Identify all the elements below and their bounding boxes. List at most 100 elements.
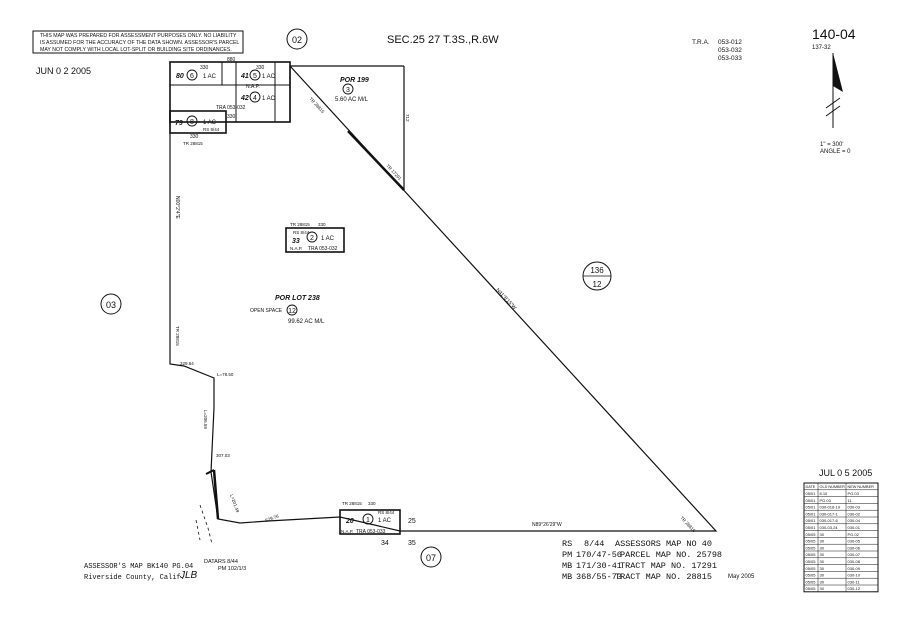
parcel-1-area: 1 AC — [378, 518, 392, 524]
tra-code-3: 053-033 — [718, 55, 742, 62]
change-table-cell: 05/01 — [806, 511, 817, 516]
bottom-bearing: N89°26'29"W — [532, 522, 562, 528]
change-table-cell: 030-09 — [848, 566, 861, 571]
ref-desc-4: TRACT MAP NO. 28815 — [615, 572, 712, 582]
parcel-4-number: 4 — [253, 95, 257, 102]
change-table-cell: 30 — [820, 539, 825, 544]
dim-row2-330: 330 — [227, 114, 236, 120]
change-table-cell: 05/01 — [806, 525, 817, 530]
book-page-sub: 137-32 — [812, 45, 831, 51]
change-table-cell: 8.10 — [820, 491, 829, 496]
county-label: Riverside County, Calif. — [84, 574, 185, 582]
map-angle: ANGLE = 0 — [820, 149, 851, 155]
parcel-4-circle — [249, 91, 261, 103]
tra-code-1: 053-012 — [718, 39, 742, 46]
lot-8-frame — [169, 110, 227, 134]
diagonal-bold-segment — [347, 130, 405, 191]
parcel-2-nap: N.A.P. — [290, 246, 302, 251]
parcel-1-dim: 330 — [368, 501, 376, 506]
ref-code-4: MB — [562, 572, 572, 582]
dim-bottom-34: 34 — [381, 540, 389, 547]
change-table-cell: 05/01 — [806, 505, 817, 510]
left-curve-1: L=78.50 — [217, 372, 234, 377]
lot-20-frame — [339, 509, 401, 535]
parcel-6-area: 1 AC — [203, 74, 217, 80]
disclaimer-line-3: MAY NOT COMPLY WITH LOCAL LOT-SPLIT OR B… — [40, 47, 232, 53]
change-table-cell: 030-10 — [848, 573, 861, 578]
change-table-cell: 030-08 — [848, 559, 861, 564]
change-table-header: NEW NUMBER — [848, 485, 875, 489]
change-table-cell: 30 — [820, 566, 825, 571]
change-table-cell: 30 — [820, 579, 825, 584]
left-bearing: N00°2'4"E — [174, 196, 180, 219]
parcel-12-area: 99.62 AC M/L — [288, 319, 325, 325]
change-table-cell: 030-02 — [848, 511, 861, 516]
dim-bottom-35: 35 — [408, 540, 416, 547]
tr-left-top: TR 28815 — [183, 141, 203, 146]
received-stamp-top: JUN 0 2 2005 — [36, 66, 91, 76]
lot-41-label: 41 — [240, 73, 249, 80]
change-table-cell: 05/01 — [806, 518, 817, 523]
lot-4-tra: TRA 053-032 — [216, 105, 246, 111]
diagonal-bearing: N41°8'15"W — [495, 287, 518, 311]
adjoining-page-circle-top — [286, 28, 308, 50]
map-date: May 2005 — [728, 574, 755, 580]
dim-top-880: 880 — [227, 57, 236, 63]
change-table-cell: 05/05 — [806, 579, 817, 584]
change-table-cell: 05/05 — [806, 559, 817, 564]
parcel-8-area: 1 AC — [203, 120, 217, 126]
ref-code-2: PM — [562, 550, 572, 560]
parcel-12-number: 12 — [288, 308, 296, 315]
change-table-cell: 030-12 — [848, 586, 861, 591]
section-title: SEC.25 27 T.3S.,R.6W — [387, 34, 499, 46]
ref-code-3: MB — [562, 561, 572, 571]
ref-page-1: 8/44 — [584, 539, 604, 549]
parcel-1-nap: N.A.P. — [341, 529, 353, 534]
parcel-2-dim: 330 — [318, 222, 326, 227]
change-table-cell: 030-03,24 — [820, 525, 839, 530]
drafter-initials: JLB — [179, 570, 198, 581]
left-bottom-diag: 529.76 — [265, 513, 280, 523]
adjoining-page-bottom: 07 — [426, 553, 436, 563]
parcel-1-circle — [362, 513, 374, 525]
left-bold-tick — [205, 469, 215, 475]
data-label: DATA: — [204, 559, 220, 565]
left-curve-2: L=206.59 — [203, 410, 208, 429]
parcel-3-area: 5.60 AC M/L — [335, 97, 369, 103]
parcel-8-circle — [186, 115, 198, 127]
parcel-5-number: 5 — [253, 73, 257, 80]
map-scale: 1" = 300' — [820, 142, 843, 148]
dashed-road — [195, 504, 213, 545]
parcel-2-number: 2 — [310, 235, 314, 242]
por-199-label: POR 199 — [340, 77, 369, 84]
dim-right-712: 712 — [405, 114, 410, 122]
dim-bottom-25: 25 — [408, 518, 416, 525]
left-bold-curve — [212, 469, 220, 520]
change-table-cell: 05/05 — [806, 566, 817, 571]
change-table-cell: 030-017-6 — [820, 518, 839, 523]
parcel-2-rs: RS 8/44 — [293, 230, 310, 235]
change-table-cell: 030-05 — [848, 539, 861, 544]
parcel-5-circle — [249, 69, 261, 81]
lot-33-label: 33 — [292, 238, 300, 245]
change-table-cell: 30 — [820, 545, 825, 550]
lot-238-label: POR LOT 238 — [275, 295, 320, 302]
change-table-cell: PG.02 — [848, 532, 860, 537]
parcel-3-circle — [342, 83, 354, 95]
lot-79-label: 79 — [175, 120, 183, 127]
parcel-1-number: 1 — [366, 517, 370, 524]
dim-top-330a: 330 — [200, 65, 209, 71]
change-table-cell: 05/01 — [806, 498, 817, 503]
change-table-header: DATE — [806, 485, 816, 489]
tra-label: T.R.A. — [692, 39, 710, 46]
received-stamp-bottom: JUL 0 5 2005 — [819, 468, 872, 478]
map-reference: ASSESSOR'S MAP BK140 PG.04 — [84, 563, 193, 571]
change-table-cell: 05/05 — [806, 532, 817, 537]
parcel-12-circle — [286, 304, 298, 316]
adjoining-page-circle-bottom — [420, 546, 442, 568]
ref-page-3: 171/30-41 — [576, 561, 622, 571]
ref-code-1: RS — [562, 539, 572, 549]
tr-diagonal: TR 28815 — [308, 96, 325, 114]
parcel-2-tr: TR 28815 — [290, 222, 310, 227]
adjoining-book-right: 136 — [590, 266, 604, 275]
